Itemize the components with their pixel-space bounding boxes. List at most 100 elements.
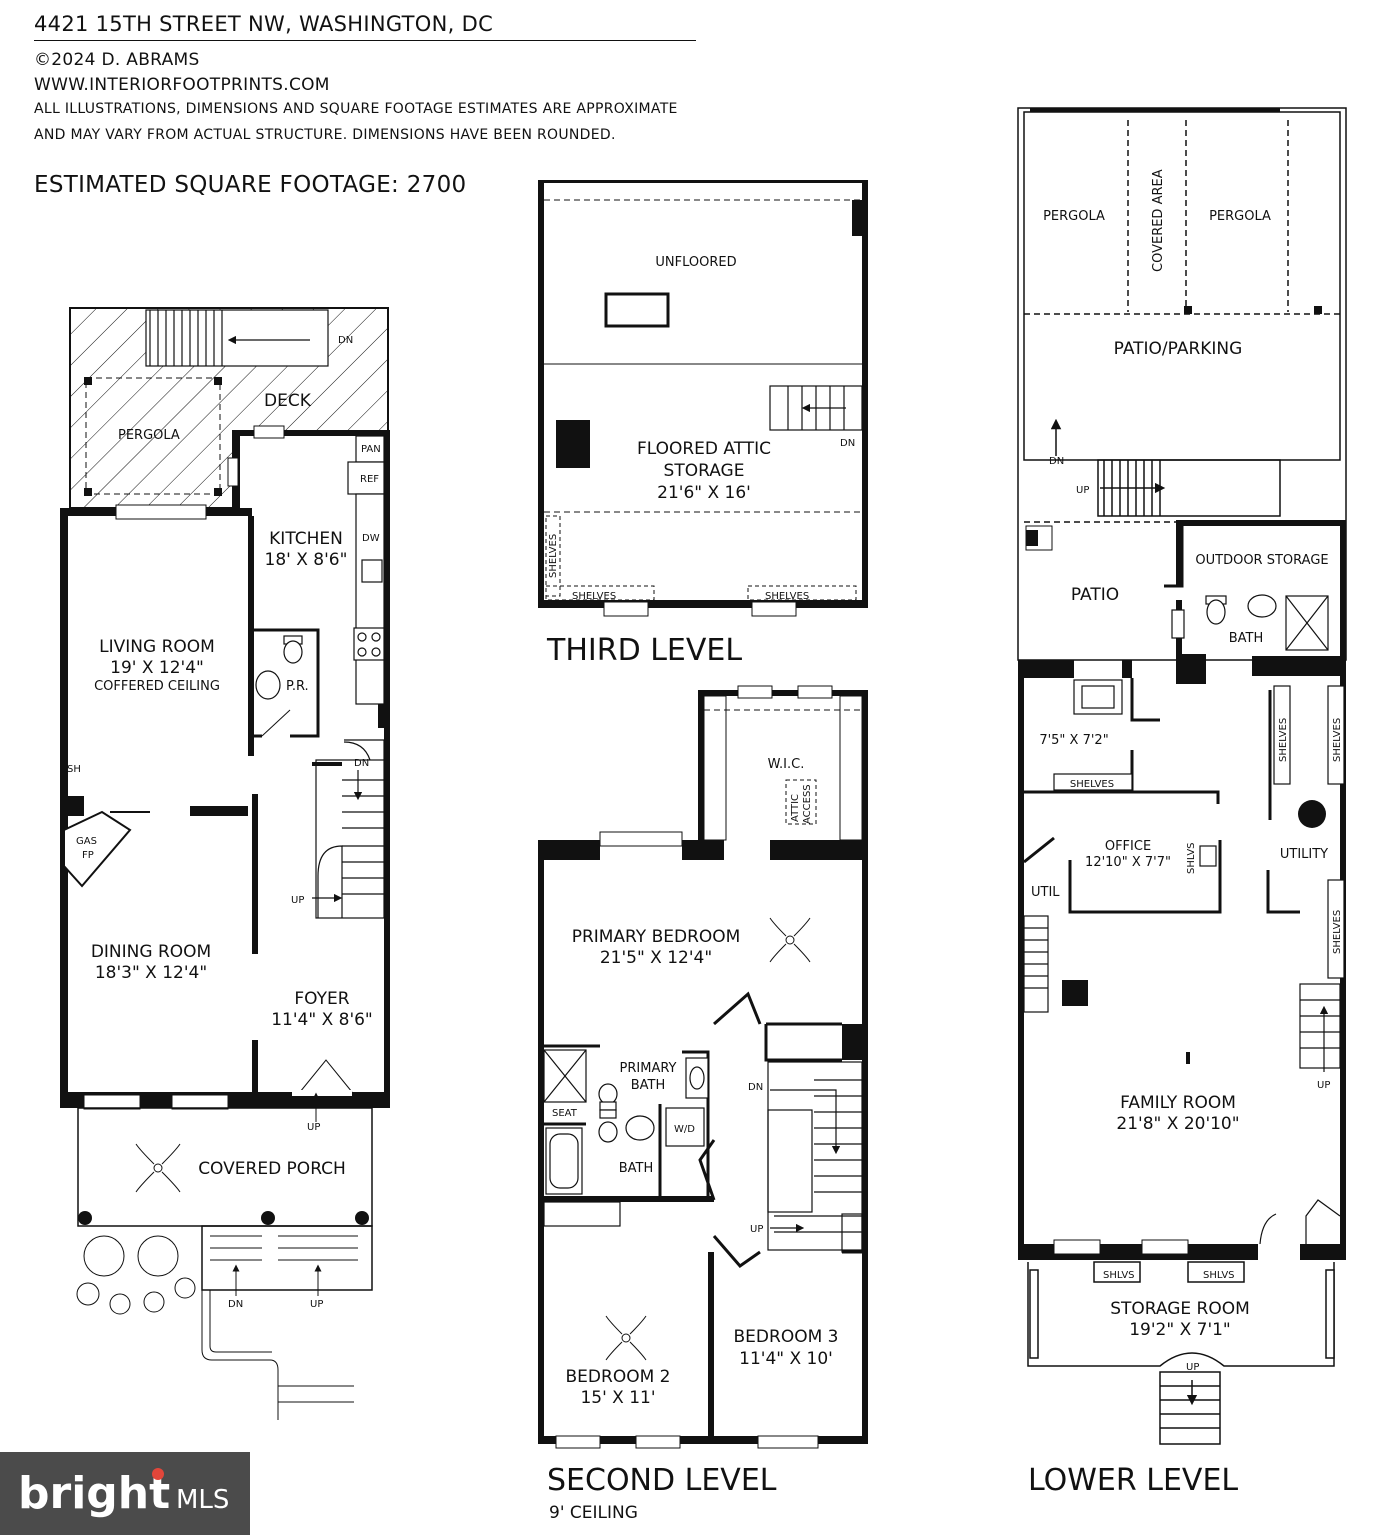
label-primary-bath-2: BATH	[631, 1078, 666, 1093]
label-patio-up: UP	[1076, 485, 1089, 496]
deck-stairs	[145, 309, 329, 367]
label-storage: STORAGE ROOM	[1110, 1299, 1250, 1319]
label-covered-area: COVERED AREA	[1151, 169, 1166, 272]
label-bath: BATH	[1229, 631, 1264, 646]
label-sh: SH	[67, 764, 81, 775]
label-seat: SEAT	[552, 1108, 578, 1119]
label-pergola-right: PERGOLA	[1209, 209, 1271, 224]
kitchen-cabinets	[347, 435, 385, 705]
label-patio: PATIO	[1071, 585, 1119, 605]
label-unfloored: UNFLOORED	[655, 255, 736, 270]
label-shelves-right: SHELVES	[765, 591, 809, 602]
label-family: FAMILY ROOM	[1120, 1093, 1236, 1113]
label-attic-access-1: ATTIC	[790, 794, 801, 822]
shrubs	[76, 1235, 196, 1315]
label-family-dim: 21'8" X 20'10"	[1116, 1114, 1239, 1134]
second-level-title: SECOND LEVEL	[547, 1463, 777, 1498]
third-level-title: THIRD LEVEL	[546, 633, 742, 668]
label-pergola-left: PERGOLA	[1043, 209, 1105, 224]
label-pan: PAN	[361, 444, 381, 455]
disclaimer-line-2: AND MAY VARY FROM ACTUAL STRUCTURE. DIME…	[34, 127, 616, 143]
main-level: DECK PERGOLA PAN REF DW KITCHEN 18' X 8'…	[60, 307, 390, 1420]
label-bed2-dim: 15' X 11'	[580, 1388, 655, 1408]
label-utility: UTILITY	[1280, 847, 1328, 862]
label-office-dim: 12'10" X 7'7"	[1085, 855, 1171, 870]
label-outdoor-storage: OUTDOOR STORAGE	[1195, 553, 1328, 568]
copyright: ©2024 D. ABRAMS	[34, 50, 200, 70]
label-stairs-dn: DN	[354, 758, 369, 769]
label-bed2: BEDROOM 2	[566, 1367, 671, 1387]
label-deck-dn: DN	[338, 335, 353, 346]
second-level: W.I.C. ATTIC ACCESS PRIMARY BEDROOM 21'5…	[538, 685, 868, 1523]
label-deck: DECK	[264, 391, 312, 411]
label-patio-parking: PATIO/PARKING	[1114, 339, 1243, 359]
label-shelves-laundry: SHELVES	[1070, 779, 1114, 790]
label-attic-dim: 21'6" X 16'	[657, 483, 751, 503]
label-porch-dn: DN	[228, 1299, 243, 1310]
bright-mls-logo-art: bright MLS	[18, 1468, 229, 1519]
disclaimer-line-1: ALL ILLUSTRATIONS, DIMENSIONS AND SQUARE…	[34, 101, 678, 117]
second-level-ceiling: 9' CEILING	[549, 1503, 638, 1523]
label-laundry-dim: 7'5" X 7'2"	[1039, 733, 1108, 748]
website: WWW.INTERIORFOOTPRINTS.COM	[34, 75, 330, 95]
label-door-up: UP	[307, 1122, 320, 1133]
ceiling-fan	[135, 1143, 181, 1193]
pergola-outline	[85, 377, 221, 495]
svg-text:MLS: MLS	[176, 1485, 229, 1515]
label-bath: BATH	[619, 1161, 654, 1176]
label-shelves-left: SHELVES	[572, 591, 616, 602]
third-level: UNFLOORED FLOORED ATTIC STORAGE 21'6" X …	[538, 180, 868, 668]
label-dining: DINING ROOM	[91, 942, 211, 962]
label-util: UTIL	[1031, 885, 1060, 900]
lower-level: PERGOLA COVERED AREA PERGOLA PATIO/PARKI…	[1017, 107, 1347, 1498]
gas-fireplace	[63, 810, 132, 888]
lower-level-title: LOWER LEVEL	[1028, 1463, 1238, 1498]
label-attic-dn: DN	[840, 438, 855, 449]
label-attic-2: STORAGE	[664, 461, 745, 481]
label-shlvs-office: SHLVS	[1186, 842, 1197, 874]
label-shelves-c: SHELVES	[1332, 910, 1343, 954]
label-coffered: COFFERED CEILING	[94, 679, 220, 694]
label-dw: DW	[362, 533, 380, 544]
bright-mls-logo: bright MLS	[0, 1452, 250, 1535]
label-porch-up: UP	[310, 1299, 323, 1310]
label-primary-dim: 21'5" X 12'4"	[600, 948, 712, 968]
label-porch: COVERED PORCH	[198, 1159, 346, 1179]
label-shelves-a: SHELVES	[1278, 718, 1289, 762]
label-bed3-dim: 11'4" X 10'	[739, 1349, 833, 1369]
header-rule	[34, 40, 696, 41]
label-pr: P.R.	[286, 679, 309, 694]
label-office: OFFICE	[1105, 839, 1151, 854]
label-attic-access-2: ACCESS	[802, 784, 813, 824]
main-interior-stairs	[312, 739, 385, 919]
label-stairs-up: UP	[291, 895, 304, 906]
label-living: LIVING ROOM	[99, 637, 215, 657]
label-shlvs-b: SHLVS	[1203, 1270, 1235, 1281]
label-shelves-side: SHELVES	[548, 534, 559, 578]
label-pergola: PERGOLA	[118, 428, 180, 443]
label-fp: FP	[82, 850, 94, 861]
label-family-up: UP	[1317, 1080, 1330, 1091]
label-ref: REF	[360, 474, 379, 485]
label-stairs-dn: DN	[748, 1082, 763, 1093]
lower-level-stairs	[1259, 983, 1341, 1245]
label-shelves-b: SHELVES	[1332, 718, 1343, 762]
square-footage: ESTIMATED SQUARE FOOTAGE: 2700	[34, 172, 467, 198]
powder-room	[252, 628, 320, 738]
label-kitchen: KITCHEN	[269, 529, 343, 549]
label-primary: PRIMARY BEDROOM	[572, 927, 741, 947]
label-living-dim: 19' X 12'4"	[110, 658, 204, 678]
svg-text:bright: bright	[18, 1468, 170, 1519]
label-attic-1: FLOORED ATTIC	[637, 439, 771, 459]
label-gas: GAS	[76, 836, 97, 847]
label-dining-dim: 18'3" X 12'4"	[95, 963, 207, 983]
covered-porch	[77, 1107, 373, 1291]
label-wd: W/D	[674, 1124, 695, 1135]
label-primary-bath-1: PRIMARY	[620, 1061, 677, 1076]
label-storage-dim: 19'2" X 7'1"	[1129, 1320, 1231, 1340]
label-bed3: BEDROOM 3	[734, 1327, 839, 1347]
label-patio-dn: DN	[1049, 456, 1064, 467]
label-wic: W.I.C.	[768, 757, 805, 772]
address-title: 4421 15TH STREET NW, WASHINGTON, DC	[34, 12, 494, 36]
